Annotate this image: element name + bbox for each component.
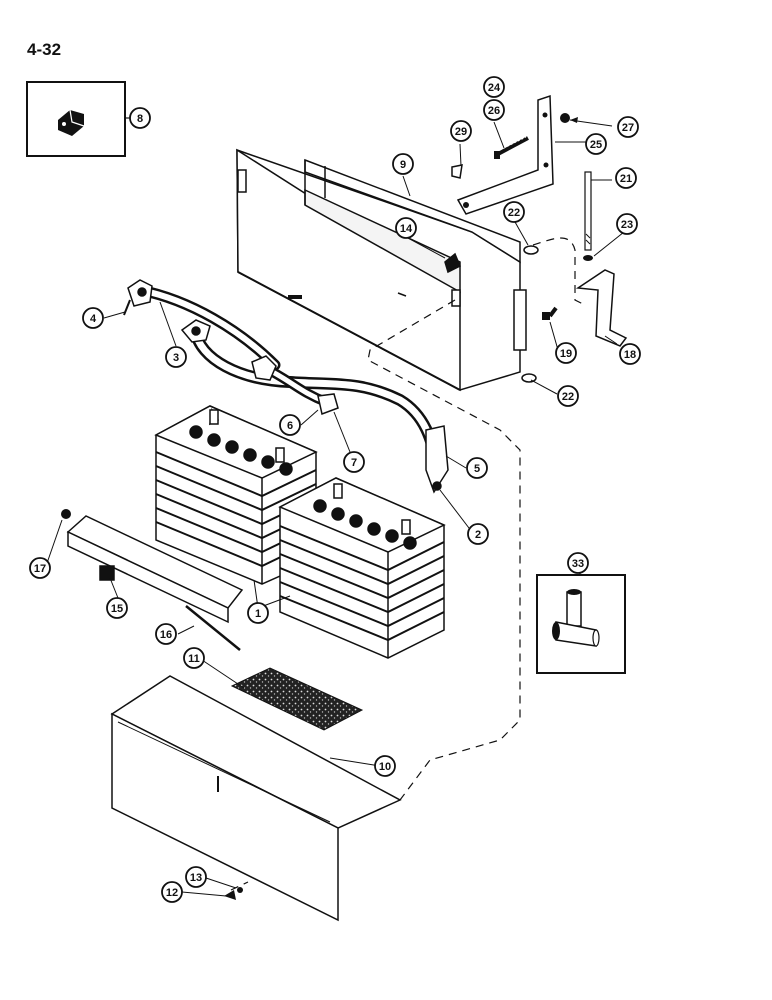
callout-label: 19 bbox=[560, 348, 572, 360]
callout-16: 16 bbox=[155, 623, 177, 645]
callout-5: 5 bbox=[466, 457, 488, 479]
callout-label: 12 bbox=[166, 887, 178, 899]
callout-label: 13 bbox=[190, 872, 202, 884]
hold-down-rod bbox=[584, 171, 592, 251]
callout-label: 8 bbox=[137, 113, 143, 125]
callout-label: 11 bbox=[188, 653, 200, 665]
callout-label: 2 bbox=[475, 529, 481, 541]
phantom-lines bbox=[230, 237, 586, 891]
callout-label: 22 bbox=[508, 207, 520, 219]
callout-15: 15 bbox=[106, 597, 128, 619]
callout-2: 2 bbox=[467, 523, 489, 545]
callout-25: 25 bbox=[585, 133, 607, 155]
callout-label: 33 bbox=[572, 558, 584, 570]
callout-label: 4 bbox=[90, 313, 97, 325]
callout-13: 13 bbox=[185, 866, 207, 888]
callout-24: 24 bbox=[483, 76, 505, 98]
callout-label: 14 bbox=[400, 223, 413, 235]
callout-label: 15 bbox=[111, 603, 123, 615]
callout-label: 21 bbox=[620, 173, 632, 185]
callout-23: 23 bbox=[616, 213, 638, 235]
support-bracket bbox=[456, 94, 554, 215]
callout-11: 11 bbox=[183, 647, 205, 669]
page-number: 4-32 bbox=[27, 40, 62, 59]
foam-pad bbox=[230, 667, 364, 731]
callout-label: 29 bbox=[455, 126, 467, 138]
callout-4: 4 bbox=[82, 307, 104, 329]
callout-9: 9 bbox=[392, 153, 414, 175]
callout-27: 27 bbox=[617, 116, 639, 138]
callout-label: 26 bbox=[488, 105, 500, 117]
callout-label: 25 bbox=[590, 139, 602, 151]
callout-label: 17 bbox=[34, 563, 46, 575]
callout-8: 8 bbox=[129, 107, 151, 129]
callout-label: 3 bbox=[173, 352, 179, 364]
callout-label: 5 bbox=[474, 463, 480, 475]
battery-left bbox=[154, 405, 318, 585]
callout-label: 9 bbox=[400, 159, 406, 171]
callout-14: 14 bbox=[395, 217, 417, 239]
callout-1: 1 bbox=[247, 602, 269, 624]
callout-6: 6 bbox=[279, 414, 301, 436]
battery-cover bbox=[110, 675, 402, 922]
callout-12: 12 bbox=[161, 881, 183, 903]
callout-label: 16 bbox=[160, 629, 172, 641]
callout-label: 6 bbox=[287, 420, 293, 432]
callout-label: 22 bbox=[562, 391, 574, 403]
callout-7: 7 bbox=[343, 451, 365, 473]
callout-label: 7 bbox=[351, 457, 357, 469]
callout-label: 24 bbox=[488, 82, 501, 94]
callout-29: 29 bbox=[450, 120, 472, 142]
callout-21: 21 bbox=[615, 167, 637, 189]
callout-label: 27 bbox=[622, 122, 634, 134]
callout-group: 1234567891011121314151617181921222223242… bbox=[29, 76, 641, 903]
callout-26: 26 bbox=[483, 99, 505, 121]
inset-terminal-adapter bbox=[536, 566, 626, 674]
callout-label: 10 bbox=[379, 761, 391, 773]
battery-right bbox=[278, 477, 446, 659]
battery-tray bbox=[236, 148, 527, 392]
callout-18: 18 bbox=[619, 343, 641, 365]
hold-down-bar bbox=[66, 515, 244, 624]
callout-19: 19 bbox=[555, 342, 577, 364]
bolt-26 bbox=[494, 136, 529, 159]
callout-label: 1 bbox=[255, 608, 261, 620]
callout-22: 22 bbox=[503, 201, 525, 223]
callout-17: 17 bbox=[29, 557, 51, 579]
inset-terminal-clamp bbox=[26, 81, 131, 157]
lower-bracket bbox=[575, 269, 628, 347]
callout-3: 3 bbox=[165, 346, 187, 368]
leader-lines bbox=[45, 117, 625, 897]
callout-label: 18 bbox=[624, 349, 636, 361]
callout-10: 10 bbox=[374, 755, 396, 777]
callout-label: 23 bbox=[621, 219, 633, 231]
callout-33: 33 bbox=[567, 552, 589, 574]
callout-22: 22 bbox=[557, 385, 579, 407]
